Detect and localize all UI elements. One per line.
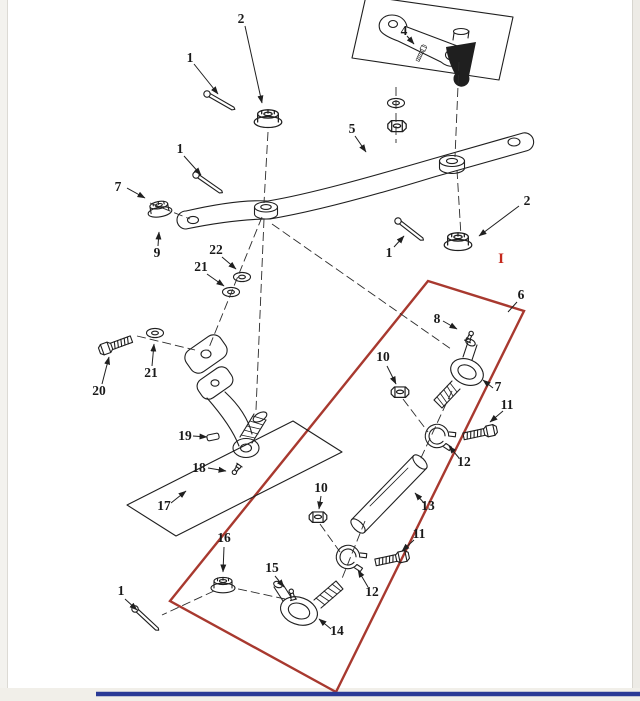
castle-nut-item-2-right	[443, 232, 473, 252]
callout-label: 10	[376, 349, 390, 364]
callout-label: 22	[209, 242, 223, 257]
callout-label: 15	[265, 560, 279, 575]
leader-lines	[101, 25, 520, 630]
pin-item-19	[206, 432, 220, 442]
phantom-center-lines	[136, 61, 462, 616]
nut-item-10-lower	[308, 511, 328, 524]
bolt-item-11-lower	[373, 549, 411, 569]
callout-label: 10	[314, 480, 328, 495]
callout-label: 7	[495, 379, 502, 394]
mounting-plate-item-17	[126, 420, 343, 537]
callout-label: 13	[421, 498, 435, 513]
callout-label: 2	[524, 193, 531, 208]
tie-rod-end-item-7	[433, 329, 484, 409]
callout-label: 1	[386, 245, 393, 260]
castle-nut-item-9	[145, 198, 174, 220]
pitman-arm-inset-box	[351, 0, 514, 81]
callout-label: 16	[217, 530, 231, 545]
washer-item-21	[221, 286, 241, 298]
callout-label: 12	[365, 584, 379, 599]
callout-label: 1	[177, 141, 184, 156]
callout-label: 1	[187, 50, 194, 65]
callout-label: 19	[178, 428, 192, 443]
bolt-item-20	[97, 333, 134, 357]
callout-label: 1	[118, 583, 125, 598]
castle-nut-item-16	[210, 576, 236, 594]
callout-label: 20	[92, 383, 106, 398]
callout-label: 18	[192, 460, 206, 475]
drag-link-item-5	[176, 132, 535, 230]
callout-label: 8	[434, 311, 441, 326]
callout-label: 9	[154, 245, 161, 260]
clamp-item-12-lower	[332, 541, 369, 575]
parts-artwork	[97, 0, 535, 633]
screw-item-4	[414, 43, 428, 63]
idler-arm-assembly	[184, 334, 268, 477]
callout-label: 12	[457, 454, 471, 469]
nut-item-10-upper	[390, 386, 410, 399]
callout-label: 4	[401, 23, 408, 38]
callout-label: 11	[413, 526, 426, 541]
castle-nut-item-2-top	[253, 109, 283, 129]
callout-label: 21	[144, 365, 158, 380]
adjuster-sleeve-item-13	[350, 454, 428, 534]
cotter-pin-bottom	[128, 603, 164, 633]
callout-label: 11	[501, 397, 514, 412]
cotter-pin-top	[201, 89, 239, 112]
cotter-pin-right	[391, 216, 428, 243]
callout-label: 7	[115, 179, 122, 194]
ball-stud	[446, 27, 476, 87]
callout-label: 14	[330, 623, 344, 638]
callout-label: 5	[349, 121, 356, 136]
callout-label: 17	[157, 498, 171, 513]
callout-label: 21	[194, 259, 208, 274]
washer-item-21b	[145, 327, 165, 339]
cotter-pin-left	[190, 170, 227, 195]
washer-and-nut-upper-right	[386, 97, 407, 133]
grease-fitting-item-18	[229, 462, 243, 477]
callout-labels: 1 2 4 5 1 7 9 1 2 22 21 20 21 19 18 17 6…	[92, 11, 530, 638]
clamp-item-12-upper	[421, 420, 458, 454]
red-stray-mark: I	[498, 251, 504, 267]
callout-label: 6	[518, 287, 525, 302]
callout-label: 2	[238, 11, 245, 26]
